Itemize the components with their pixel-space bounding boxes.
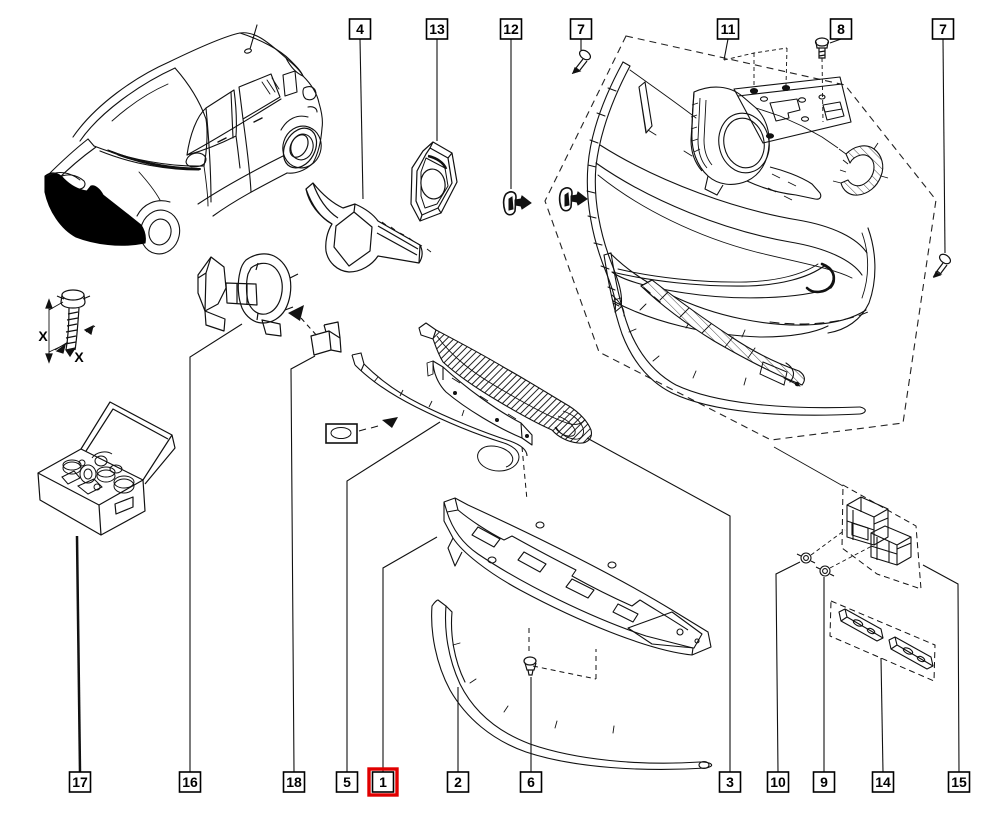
svg-text:7: 7 [939,21,947,37]
svg-text:X: X [74,349,84,365]
svg-text:8: 8 [837,21,845,37]
svg-text:13: 13 [429,21,445,37]
svg-text:3: 3 [726,774,734,790]
svg-text:5: 5 [343,774,351,790]
svg-text:6: 6 [527,774,535,790]
svg-text:14: 14 [875,774,891,790]
svg-text:10: 10 [770,774,786,790]
svg-text:1: 1 [379,774,387,790]
svg-text:4: 4 [356,21,364,37]
svg-text:9: 9 [820,774,828,790]
svg-text:18: 18 [286,774,302,790]
svg-text:16: 16 [182,774,198,790]
svg-text:12: 12 [503,21,519,37]
svg-text:7: 7 [577,21,585,37]
svg-text:17: 17 [72,774,88,790]
svg-text:11: 11 [721,21,736,37]
svg-text:15: 15 [951,774,967,790]
svg-text:2: 2 [454,774,462,790]
svg-text:X: X [38,328,48,344]
